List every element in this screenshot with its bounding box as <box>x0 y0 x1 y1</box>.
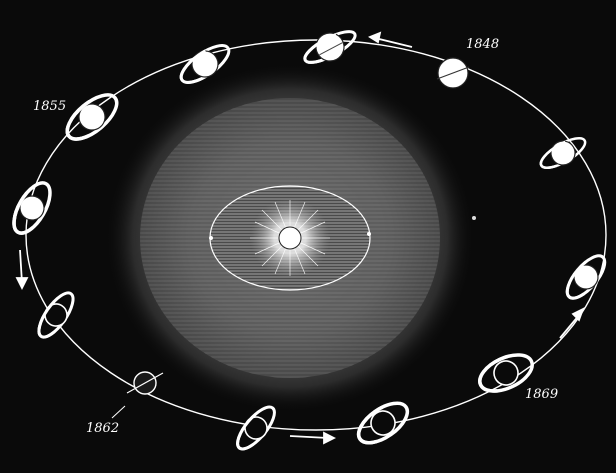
year-label-1855: 1855 <box>33 99 66 114</box>
earth-marker-right <box>367 232 371 236</box>
year-label-1862: 1862 <box>86 421 119 436</box>
star-dot <box>472 216 476 220</box>
year-label-1848: 1848 <box>466 37 499 52</box>
year-label-1869: 1869 <box>525 387 558 402</box>
earth-marker-left <box>209 236 213 240</box>
saturn-icon <box>437 58 469 88</box>
sun-icon <box>250 198 330 278</box>
